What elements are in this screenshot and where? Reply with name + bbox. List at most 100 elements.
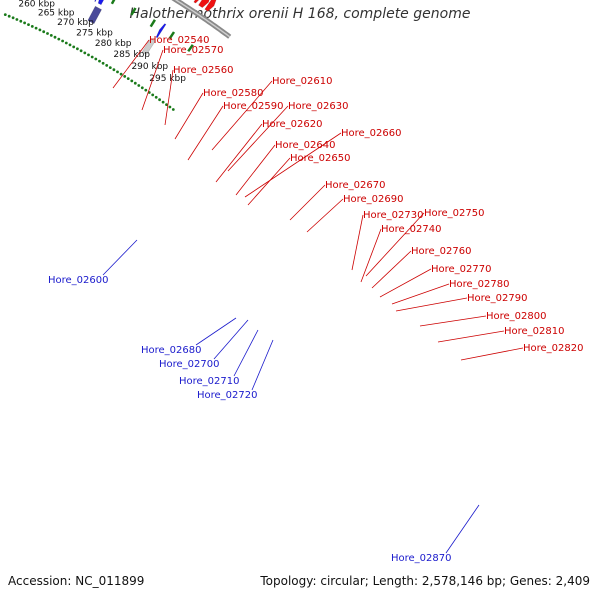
reverse-gene-label: Hore_02680 [141, 345, 202, 356]
guide-dot [158, 98, 162, 102]
reverse-gene-label: Hore_02600 [48, 275, 109, 286]
kbp-tick-label: 295 kbp [149, 74, 186, 84]
guide-dot [126, 77, 130, 80]
forward-gene-label: Hore_02810 [504, 326, 565, 337]
callout-line [437, 330, 505, 343]
guide-dot [64, 41, 68, 45]
guide-dot [38, 28, 42, 32]
forward-gene-label: Hore_02800 [486, 311, 547, 322]
callout-line [195, 317, 237, 346]
kbp-tick-mark [130, 7, 137, 16]
forward-gene-label: Hore_02630 [288, 101, 349, 112]
reverse-gene-label: Hore_02700 [159, 359, 220, 370]
reverse-gene-arrow [155, 23, 167, 39]
kbp-tick-mark [149, 19, 156, 28]
forward-gene-arrow [198, 0, 210, 8]
guide-dot [49, 34, 53, 37]
kbp-tick-mark [187, 44, 194, 53]
forward-gene-label: Hore_02650 [290, 153, 351, 164]
guide-dot [105, 64, 109, 67]
kbp-tick-label: 270 kbp [57, 18, 94, 28]
kbp-tick-label: 280 kbp [95, 39, 132, 49]
reverse-gene-label: Hore_02870 [391, 553, 452, 564]
kbp-tick-label: 275 kbp [76, 28, 113, 38]
callout-line [395, 297, 468, 312]
kbp-tick-mark [168, 31, 176, 40]
guide-dot [161, 100, 165, 104]
callout-line [306, 198, 344, 233]
guide-dot [119, 72, 123, 76]
guide-dot [112, 68, 116, 72]
forward-gene-label: Hore_02740 [381, 224, 442, 235]
guide-dot [3, 13, 7, 16]
forward-gene-label: Hore_02760 [411, 246, 472, 257]
ring-layer [3, 0, 232, 111]
callout-line [419, 315, 487, 327]
kbp-tick-label: 285 kbp [113, 50, 150, 60]
callout-line [371, 250, 412, 289]
forward-gene-label: Hore_02770 [431, 264, 492, 275]
forward-gene-label: Hore_02780 [449, 279, 510, 290]
callout-line [445, 504, 480, 554]
guide-dot [154, 95, 158, 99]
guide-dot [19, 19, 23, 23]
guide-dot [27, 23, 30, 26]
callout-line [460, 347, 524, 361]
callout-line [141, 49, 164, 111]
guide-dot [130, 79, 134, 83]
map-title: Halothermothrix orenii H 168, complete g… [129, 6, 471, 22]
forward-gene-arrow [193, 0, 200, 4]
guide-dot [144, 88, 148, 92]
forward-gene-label: Hore_02590 [223, 101, 284, 112]
callout-line [211, 80, 273, 151]
reverse-gene-label: Hore_02720 [197, 390, 258, 401]
forward-gene-label: Hore_02570 [163, 45, 224, 56]
guide-dot [171, 108, 175, 111]
reverse-gene-arrow [141, 37, 156, 56]
callout-line [164, 69, 174, 126]
guide-dot [137, 84, 141, 87]
guide-dot [90, 55, 94, 59]
forward-gene-label: Hore_02540 [149, 35, 210, 46]
forward-gene-label: Hore_02660 [341, 128, 402, 139]
guide-dot [34, 26, 38, 30]
forward-gene-label: Hore_02640 [275, 140, 336, 151]
forward-gene-arrow [204, 0, 217, 12]
genome-summary-text: Topology: circular; Length: 2,578,146 bp… [260, 574, 590, 588]
guide-dot [57, 37, 61, 41]
forward-gene-label: Hore_02750 [424, 208, 485, 219]
callout-line [174, 92, 204, 140]
guide-dot [61, 39, 64, 43]
guide-dot [168, 105, 172, 109]
forward-gene-label: Hore_02670 [325, 180, 386, 191]
callout-line [391, 283, 450, 305]
callout-line [227, 105, 289, 172]
kbp-tick-mark [110, 0, 116, 5]
guide-dot [23, 21, 26, 25]
guide-dot [116, 70, 119, 74]
forward-gene-label: Hore_02560 [173, 65, 234, 76]
callout-line [102, 239, 138, 276]
reverse-gene-arrow [94, 0, 97, 3]
callout-line [365, 212, 425, 277]
guide-dot [140, 86, 144, 90]
callout-line [112, 39, 150, 89]
guide-dot [30, 25, 34, 28]
guide-dot [165, 103, 168, 106]
guide-dot [83, 51, 87, 55]
guide-dot [15, 18, 19, 21]
callout-line [379, 268, 432, 298]
callout-line [213, 319, 249, 360]
guide-dot [101, 61, 105, 65]
guide-dot [123, 75, 127, 78]
guide-dot [53, 35, 57, 39]
callout-line [215, 123, 263, 183]
callout-line [360, 228, 382, 283]
guide-dot [98, 59, 101, 63]
forward-gene-label: Hore_02730 [363, 210, 424, 221]
guide-dot [133, 81, 137, 85]
callout-line [289, 184, 326, 221]
genome-backbone-highlight [174, 0, 231, 38]
